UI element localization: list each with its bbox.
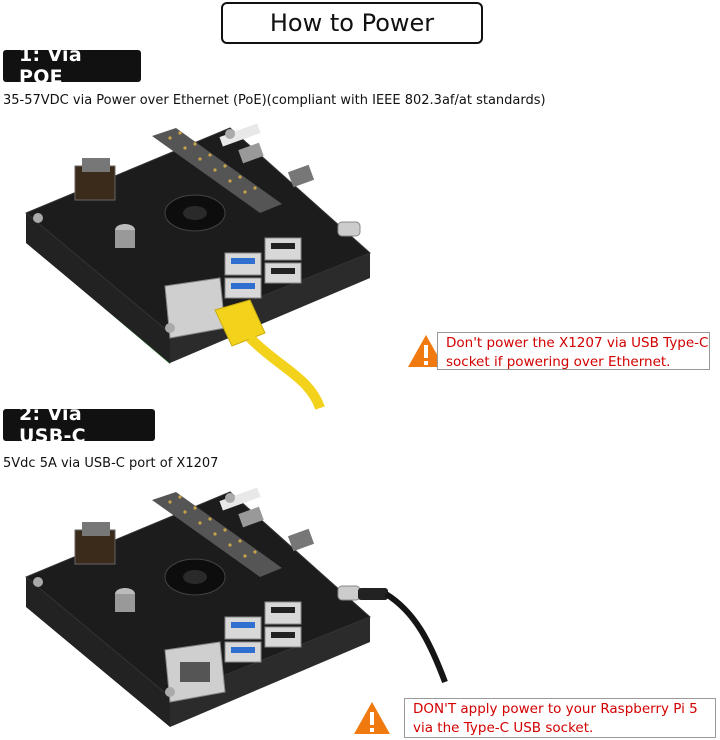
warning-line: Don't power the X1207 via USB Type-C (446, 335, 709, 351)
board-silkscreen-label: POE+UPS (329, 545, 353, 583)
board-silkscreen-label: POE+UPS (329, 181, 353, 219)
board-photo-poe: POE+UPS (25, 123, 371, 410)
warning-triangle-icon (408, 335, 444, 367)
page-title: How to Power (221, 2, 483, 44)
warning-line: socket if powering over Ethernet. (446, 354, 671, 370)
section-description-poe: 35-57VDC via Power over Ethernet (PoE)(c… (3, 93, 546, 108)
warning-note-usbc: DON'T apply power to your Raspberry Pi 5… (404, 698, 716, 738)
warning-line: DON'T apply power to your Raspberry Pi 5 (413, 701, 698, 717)
warning-note-poe: Don't power the X1207 via USB Type-C soc… (437, 332, 710, 370)
warning-line: via the Type-C USB socket. (413, 720, 594, 736)
section-label-poe: 1: Via POE (3, 44, 141, 88)
board-photo-usbc: POE+UPS (25, 487, 448, 727)
warning-triangle-icon (354, 702, 390, 734)
section-label-usbc: 2: Via USB-C (3, 403, 155, 447)
section-description-usbc: 5Vdc 5A via USB-C port of X1207 (3, 456, 219, 471)
